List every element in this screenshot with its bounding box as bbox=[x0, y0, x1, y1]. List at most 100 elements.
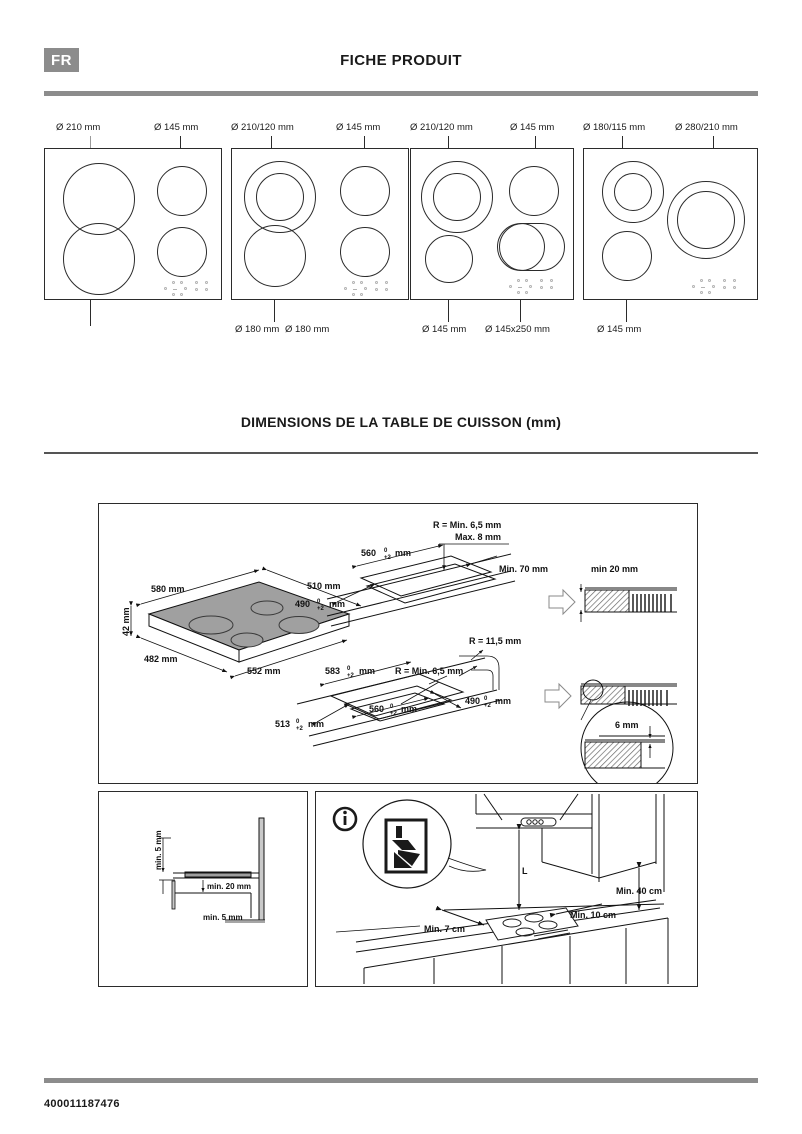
hob2-label-top-1: Ø 210/120 mm bbox=[231, 122, 294, 133]
dimensions-drawing: 580 mm 510 mm 42 mm 482 mm 552 mm bbox=[99, 504, 697, 783]
hob2-control-panel[interactable] bbox=[344, 279, 394, 299]
hob3-leader-bottom-1 bbox=[448, 300, 449, 322]
hob3-zone-120-inner bbox=[433, 173, 481, 221]
hob2-label-bottom-2: Ø 180 mm bbox=[285, 324, 330, 335]
hob1-label-top-1: Ø 210 mm bbox=[56, 122, 101, 133]
section-title: DIMENSIONS DE LA TABLE DE CUISSON (mm) bbox=[240, 414, 562, 430]
hob1-zone-145-rear bbox=[157, 166, 207, 216]
footer-divider bbox=[44, 1078, 758, 1083]
dim-513-tol-up: +2 bbox=[296, 726, 304, 732]
header-divider bbox=[44, 91, 758, 96]
hob2-zone-180-front bbox=[244, 225, 306, 287]
hob4-label-top-2: Ø 280/210 mm bbox=[675, 122, 738, 133]
cutout-top-drawing: 560 0 +2 mm 490 0 +2 mm R = Min. 6,5 mm … bbox=[295, 520, 548, 627]
hob4-label-top-1: Ø 180/115 mm bbox=[583, 122, 646, 133]
dim-583-unit: mm bbox=[359, 666, 375, 676]
section-divider bbox=[44, 452, 758, 454]
hob3-control-panel[interactable] bbox=[509, 277, 559, 297]
hob-3d-drawing: 580 mm 510 mm 42 mm 482 mm 552 mm bbox=[121, 566, 362, 680]
dim-580: 580 mm bbox=[151, 584, 185, 594]
label-min-5mm-top: min. 5 mm bbox=[154, 830, 163, 870]
label-min-7cm: Min. 7 cm bbox=[424, 924, 465, 934]
label-min-10cm: Min. 10 cm bbox=[570, 910, 616, 920]
dim-42: 42 mm bbox=[121, 607, 131, 636]
hob3-label-bottom-1: Ø 145 mm bbox=[422, 324, 467, 335]
hob3-leader-bottom-2 bbox=[520, 300, 521, 322]
label-min-5mm-rear: min. 5 mm bbox=[203, 913, 243, 922]
dim-cutout-560-tol-up: +2 bbox=[384, 555, 392, 561]
hob3-label-bottom-2: Ø 145x250 mm bbox=[485, 324, 550, 335]
hob3-zone-145-oval-circle bbox=[497, 223, 545, 271]
dim-583-tol-dn: 0 bbox=[347, 666, 351, 672]
info-icon bbox=[332, 806, 358, 832]
hob4-label-bottom-1: Ø 145 mm bbox=[597, 324, 642, 335]
dim-513-tol-dn: 0 bbox=[296, 719, 300, 725]
hob4-zone-180-outer bbox=[602, 161, 664, 223]
label-min-40cm: Min. 40 cm bbox=[616, 886, 662, 896]
dim-560b-tol-dn: 0 bbox=[390, 704, 394, 710]
dim-560b-unit: mm bbox=[401, 704, 417, 714]
dim-cutout-560-tol-dn: 0 bbox=[384, 548, 388, 554]
hob2-zone-145-rear bbox=[340, 166, 390, 216]
hob4-control-panel[interactable] bbox=[692, 277, 742, 297]
detail-min20-drawing: min 20 mm bbox=[548, 564, 677, 622]
hob2-leader-bottom-1 bbox=[274, 300, 275, 322]
dim-cutout-490-unit: mm bbox=[329, 599, 345, 609]
dim-560b-tol-up: +2 bbox=[390, 711, 398, 717]
hob3-label-top-2: Ø 145 mm bbox=[510, 122, 555, 133]
note-radius-65b: R = Min. 6,5 mm bbox=[395, 666, 463, 676]
detail-6mm-drawing: 6 mm bbox=[544, 679, 677, 783]
label-min-20mm: min 20 mm bbox=[591, 564, 638, 574]
hob3-cooktop bbox=[410, 148, 574, 300]
hob4-cooktop bbox=[583, 148, 758, 300]
hob4-leader-bottom-1 bbox=[626, 300, 627, 322]
dimensions-panel: 580 mm 510 mm 42 mm 482 mm 552 mm bbox=[98, 503, 698, 784]
dim-cutout-560-unit: mm bbox=[395, 548, 411, 558]
note-radius-1: R = Min. 6,5 mm bbox=[433, 520, 501, 530]
dim-490b-unit: mm bbox=[495, 696, 511, 706]
document-code: 400011187476 bbox=[44, 1098, 120, 1110]
dim-490b-tol-up: +2 bbox=[484, 703, 492, 709]
hob3-zone-145-front bbox=[425, 235, 473, 283]
kitchen-installation-panel: L Min. 7 cm bbox=[315, 791, 698, 987]
hob4-zone-145-front bbox=[602, 231, 652, 281]
hob1-cooktop bbox=[44, 148, 222, 300]
hob1-control-panel[interactable] bbox=[164, 279, 214, 299]
note-radius-115: R = 11,5 mm bbox=[469, 636, 521, 646]
page-header: FR FICHE PRODUIT bbox=[0, 0, 802, 95]
label-min-20mm-bottom: min. 20 mm bbox=[207, 882, 251, 891]
dim-cutout-490: 490 bbox=[295, 599, 310, 609]
hob3-zone-210-outer bbox=[421, 161, 493, 233]
hob4-zone-210-inner bbox=[677, 191, 735, 249]
hob2-zone-120-inner bbox=[256, 173, 304, 221]
hob2-label-top-2: Ø 145 mm bbox=[336, 122, 381, 133]
hob3-label-top-1: Ø 210/120 mm bbox=[410, 122, 473, 133]
dim-cutout-490-tol-dn: 0 bbox=[317, 599, 321, 605]
hob2-zone-145-front bbox=[340, 227, 390, 277]
dim-510: 510 mm bbox=[307, 581, 341, 591]
dim-490b-tol-dn: 0 bbox=[484, 696, 488, 702]
note-min-70: Min. 70 mm bbox=[499, 564, 548, 574]
hob1-zone-145-front bbox=[157, 227, 207, 277]
hob-variants-row: Ø 210 mm Ø 145 mm bbox=[0, 118, 802, 338]
hob1-zone-210-front bbox=[63, 223, 135, 295]
hob3-zone-145-rear bbox=[509, 166, 559, 216]
dim-482: 482 mm bbox=[144, 654, 178, 664]
hob2-cooktop bbox=[231, 148, 409, 300]
dim-583-tol-up: +2 bbox=[347, 673, 355, 679]
dim-560b: 560 bbox=[369, 704, 384, 714]
label-6mm: 6 mm bbox=[615, 720, 639, 730]
cutout-bottom-drawing: 583 0 +2 mm 513 0 +2 mm 560 0 +2 mm bbox=[275, 636, 521, 747]
dim-490b: 490 bbox=[465, 696, 480, 706]
kitchen-installation-drawing: L Min. 7 cm bbox=[316, 792, 697, 986]
hob4-zone-280-outer bbox=[667, 181, 745, 259]
language-badge: FR bbox=[44, 48, 79, 72]
note-radius-2: Max. 8 mm bbox=[455, 532, 501, 542]
hob4-zone-115-inner bbox=[614, 173, 652, 211]
dim-552: 552 mm bbox=[247, 666, 281, 676]
dim-583: 583 bbox=[325, 666, 340, 676]
dim-cutout-490-tol-up: +2 bbox=[317, 606, 325, 612]
dim-513-unit: mm bbox=[308, 719, 324, 729]
label-hood-height-L: L bbox=[522, 866, 528, 876]
